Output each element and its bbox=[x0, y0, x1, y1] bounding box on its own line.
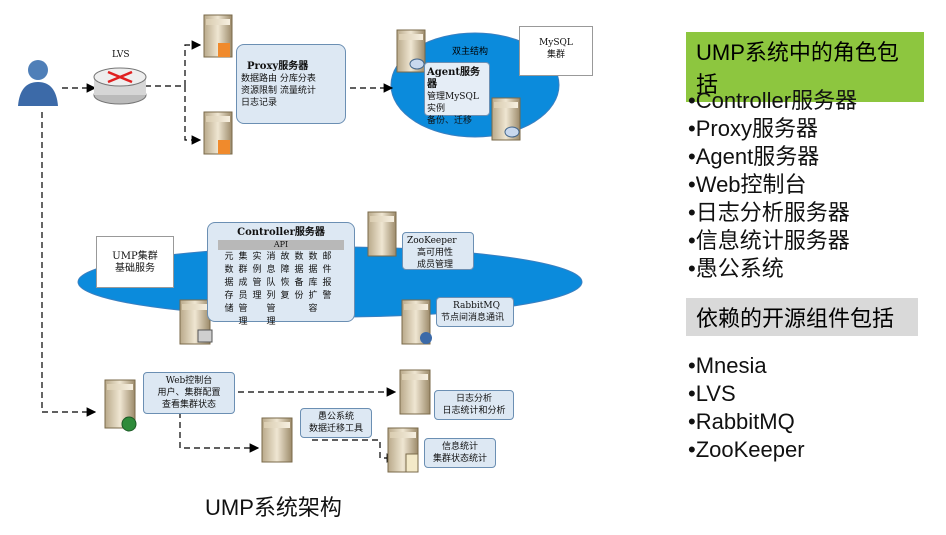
controller-col-8: 邮件报警 bbox=[322, 252, 332, 301]
controller-col-4: 消息队列管理 bbox=[266, 252, 276, 327]
web-yugong-connector bbox=[179, 412, 260, 453]
agent-panel: Agent服务器 管理MySQL实例 备份、迁移 bbox=[424, 62, 490, 126]
proxy-server-icon-1 bbox=[203, 14, 233, 58]
mysql-line-1: MySQL bbox=[539, 38, 573, 48]
zookeeper-server-icon bbox=[367, 211, 397, 257]
deps-title: 依赖的开源组件包括 bbox=[686, 298, 918, 336]
proxy-panel: Proxy服务器 数据路由 分库分表 资源限制 流量统计 日志记录 bbox=[236, 44, 346, 124]
zookeeper-title: ZooKeeper bbox=[407, 236, 457, 246]
web-line-2: 查看集群状态 bbox=[161, 400, 216, 410]
deps-item: •ZooKeeper bbox=[688, 437, 805, 462]
lvs-proxy-connector bbox=[145, 40, 202, 87]
user-web-connector bbox=[41, 112, 97, 417]
roles-item: •愚公系统 bbox=[688, 256, 784, 281]
agent-heading: 双主结构 bbox=[452, 47, 489, 57]
agent-server-icon-2 bbox=[491, 97, 521, 141]
rabbitmq-title: RabbitMQ bbox=[453, 301, 500, 311]
roles-item: •Agent服务器 bbox=[688, 144, 820, 169]
yugong-panel: 愚公系统 数据迁移工具 bbox=[300, 408, 372, 438]
controller-col-1: 元数据存储 bbox=[224, 252, 234, 314]
zookeeper-line-2: 成员管理 bbox=[417, 260, 454, 270]
roles-title: UMP系统中的角色包括 bbox=[686, 32, 924, 102]
mysql-box: MySQL 集群 bbox=[519, 26, 593, 76]
controller-col-5: 故障恢复 bbox=[280, 252, 290, 301]
controller-col-2: 集群成员管理 bbox=[238, 252, 248, 327]
roles-item: •Controller服务器 bbox=[688, 88, 858, 113]
log-server-icon bbox=[399, 369, 431, 415]
roles-item: •Web控制台 bbox=[688, 172, 807, 197]
proxy-line-3: 日志记录 bbox=[241, 98, 278, 108]
controller-api-bar: API bbox=[218, 240, 344, 250]
agent-server-icon-1 bbox=[396, 29, 426, 73]
controller-col-3: 实例管理 bbox=[252, 252, 262, 301]
stats-line-1: 集群状态统计 bbox=[432, 454, 487, 464]
log-title: 日志分析 bbox=[455, 394, 492, 404]
controller-panel: Controller服务器 API 元数据存储集群成员管理实例管理消息队列管理故… bbox=[207, 222, 355, 327]
controller-col-7: 数据库扩容 bbox=[308, 252, 318, 314]
stats-panel: 信息统计 集群状态统计 bbox=[424, 438, 496, 468]
agent-title: Agent服务器 bbox=[427, 67, 481, 90]
roles-item: •信息统计服务器 bbox=[688, 228, 850, 253]
web-title: Web控制台 bbox=[165, 376, 213, 386]
stats-server-icon bbox=[387, 427, 419, 473]
proxy-line-2: 资源限制 流量统计 bbox=[241, 86, 316, 96]
proxy-line-1: 数据路由 分库分表 bbox=[241, 74, 316, 84]
web-console-panel: Web控制台 用户、集群配置 查看集群状态 bbox=[143, 372, 235, 414]
diagram-caption: UMP系统架构 bbox=[205, 495, 342, 520]
yugong-stats-connector bbox=[312, 439, 397, 463]
controller-title: Controller服务器 bbox=[237, 227, 325, 238]
controller-server-icon bbox=[179, 299, 213, 345]
rabbitmq-panel: RabbitMQ 节点间消息通讯 bbox=[436, 297, 514, 327]
controller-columns: 元数据存储集群成员管理实例管理消息队列管理故障恢复数据备份数据库扩容邮件报警 bbox=[208, 251, 354, 329]
user-icon bbox=[18, 60, 58, 106]
roles-item: •Proxy服务器 bbox=[688, 116, 818, 141]
lvs-router-icon bbox=[93, 67, 147, 105]
deps-item: •Mnesia bbox=[688, 353, 767, 378]
web-line-1: 用户、集群配置 bbox=[157, 388, 221, 398]
ump-basic-line-1: UMP集群 bbox=[112, 251, 158, 262]
yugong-title: 愚公系统 bbox=[317, 412, 354, 422]
agent-line-1: 管理MySQL实例 bbox=[427, 92, 479, 114]
log-line-1: 日志统计和分析 bbox=[442, 406, 506, 416]
rabbitmq-line-1: 节点间消息通讯 bbox=[441, 313, 505, 323]
ump-basic-services-box: UMP集群 基础服务 bbox=[96, 236, 174, 288]
deps-list: •Mnesia •LVS •RabbitMQ •ZooKeeper bbox=[688, 352, 805, 464]
rabbitmq-server-icon bbox=[401, 299, 432, 345]
proxy-title: Proxy服务器 bbox=[247, 61, 309, 72]
yugong-server-icon bbox=[261, 417, 293, 463]
deps-item: •RabbitMQ bbox=[688, 409, 795, 434]
zookeeper-panel: ZooKeeper 高可用性 成员管理 bbox=[402, 232, 474, 270]
roles-item: •日志分析服务器 bbox=[688, 200, 850, 225]
proxy-server-icon-2 bbox=[203, 111, 233, 155]
controller-col-6: 数据备份 bbox=[294, 252, 304, 301]
lvs-label: LVS bbox=[112, 50, 130, 60]
agent-line-2: 备份、迁移 bbox=[427, 116, 473, 126]
lvs-proxy2-connector bbox=[184, 86, 202, 145]
roles-list: •Controller服务器 •Proxy服务器 •Agent服务器 •Web控… bbox=[688, 87, 857, 283]
zookeeper-line-1: 高可用性 bbox=[417, 248, 454, 258]
deps-item: •LVS bbox=[688, 381, 736, 406]
stats-title: 信息统计 bbox=[441, 442, 478, 452]
yugong-line-1: 数据迁移工具 bbox=[308, 424, 363, 434]
web-server-icon bbox=[104, 379, 137, 432]
mysql-line-2: 集群 bbox=[546, 50, 565, 60]
ump-basic-line-2: 基础服务 bbox=[115, 263, 155, 274]
log-analysis-panel: 日志分析 日志统计和分析 bbox=[434, 390, 514, 420]
